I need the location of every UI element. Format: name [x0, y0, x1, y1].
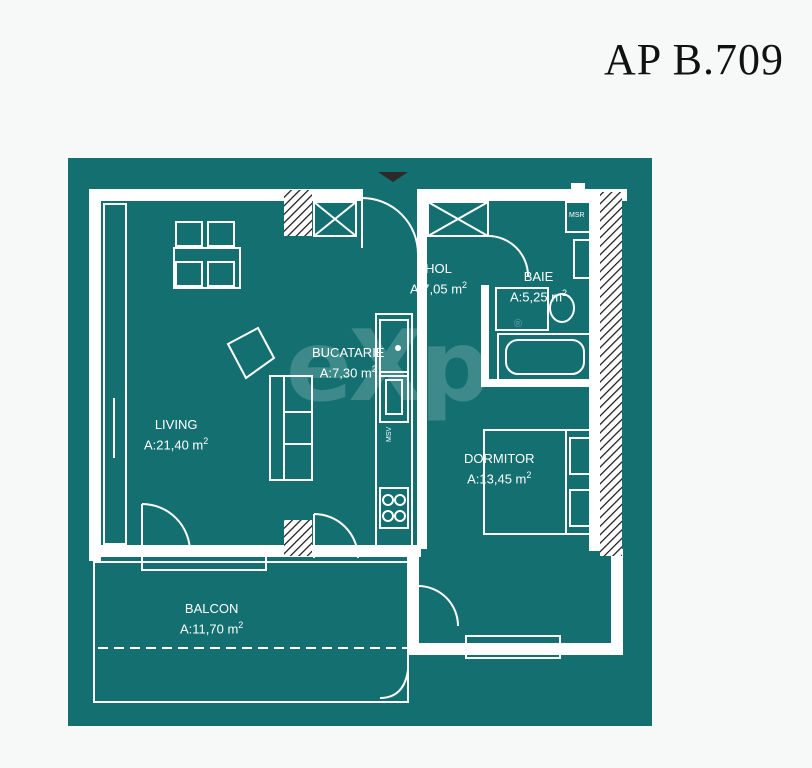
room-area: A:7,05 m [410, 281, 463, 297]
room-label-balcon: BALCON A:11,70 m2 [180, 600, 243, 637]
bed [483, 429, 597, 535]
msv-label: MSV [386, 426, 393, 442]
balcony-outline [93, 561, 409, 703]
floor-plan-drawing [89, 172, 627, 703]
room-name: BALCON [184, 601, 239, 616]
watermark-registered-mark: ® [514, 318, 523, 330]
vent-box [313, 201, 357, 237]
room-area: A:5,25 m [510, 289, 563, 305]
shaft-hatch [284, 520, 312, 556]
msr-box [565, 201, 591, 233]
floor-plan: eXp ® HOL A:7,05 m2 BAIE A:5,25 m2 BUCAT… [68, 158, 652, 726]
apartment-title: AP B.709 [604, 35, 784, 84]
room-name: DORMITOR [464, 451, 535, 466]
watermark-logo: eXp [286, 310, 490, 424]
room-label-dormitor: DORMITOR A:13,45 m2 [464, 450, 535, 487]
area-exponent: 2 [526, 470, 532, 480]
area-exponent: 2 [238, 620, 244, 630]
area-exponent: 2 [203, 436, 209, 446]
bathroom-fixtures [495, 239, 593, 381]
room-label-living: LIVING A:21,40 m2 [144, 416, 208, 453]
armchair [226, 326, 276, 380]
room-area: A:13,45 m [467, 471, 527, 487]
room-label-hol: HOL A:7,05 m2 [410, 260, 467, 297]
entrance-marker [378, 172, 408, 182]
room-name: BAIE [523, 269, 554, 284]
msr-label: MSR [569, 212, 585, 219]
sofa [269, 375, 313, 481]
room-label-baie: BAIE A:5,25 m2 [510, 268, 567, 305]
area-exponent: 2 [371, 364, 377, 374]
shaft-hatch [284, 190, 312, 236]
kitchen-counter [379, 319, 409, 529]
room-name: LIVING [154, 417, 198, 432]
area-exponent: 2 [462, 280, 468, 290]
living-window [103, 203, 127, 545]
inner-walls [375, 199, 599, 549]
dining-table [173, 221, 241, 289]
vent-box [427, 201, 489, 237]
room-label-bucatarie: BUCATARIE A:7,30 m2 [312, 344, 384, 381]
room-name: BUCATARIE [312, 345, 385, 360]
area-exponent: 2 [562, 288, 568, 298]
room-area: A:21,40 m [144, 437, 204, 453]
shaft-hatch [600, 192, 622, 556]
room-area: A:7,30 m [319, 365, 372, 381]
room-name: HOL [425, 261, 452, 276]
room-area: A:11,70 m [180, 621, 239, 637]
